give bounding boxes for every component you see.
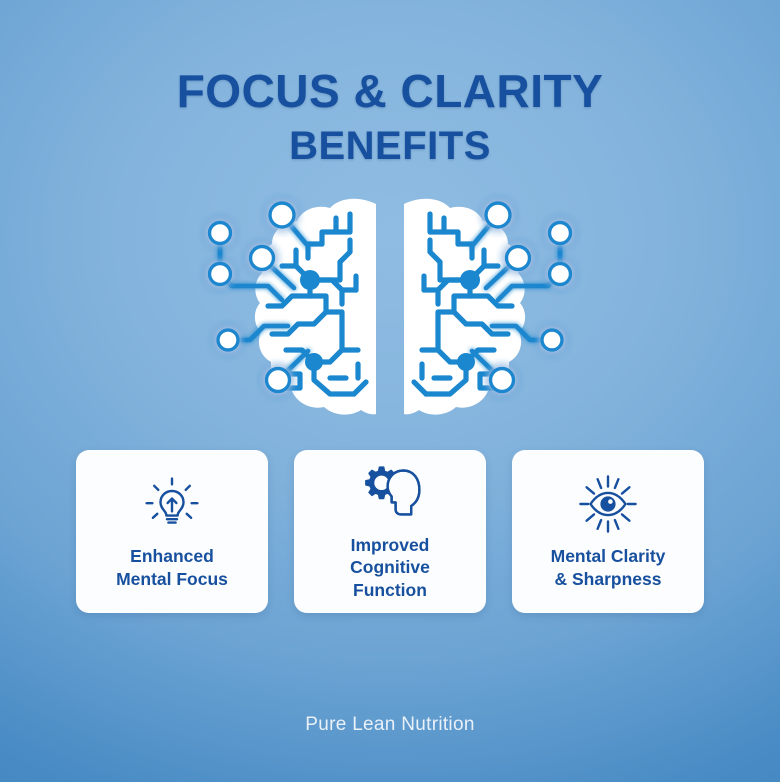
gear-head-profile-icon — [359, 462, 421, 524]
title-line-primary: FOCUS & CLARITY — [176, 65, 604, 117]
brand-footer: Pure Lean Nutrition — [305, 714, 475, 735]
page-title: FOCUS & CLARITY BENEFITS — [0, 68, 780, 166]
circuit-brain-illustration — [190, 188, 590, 428]
benefit-card-label: Improved Cognitive Function — [350, 535, 430, 600]
benefit-card-mental-clarity-sharpness[interactable]: Mental Clarity & Sharpness — [512, 450, 704, 613]
benefit-cards-row: Enhanced Mental Focus Improved Cognitive… — [76, 450, 704, 613]
benefit-card-enhanced-mental-focus[interactable]: Enhanced Mental Focus — [76, 450, 268, 613]
benefit-card-improved-cognitive-function[interactable]: Improved Cognitive Function — [294, 450, 486, 613]
title-line-secondary: BENEFITS — [289, 124, 491, 168]
lightbulb-arrow-icon — [141, 473, 203, 535]
benefit-card-label: Enhanced Mental Focus — [116, 546, 228, 589]
benefit-card-label: Mental Clarity & Sharpness — [550, 546, 666, 589]
eye-rays-icon — [577, 473, 639, 535]
